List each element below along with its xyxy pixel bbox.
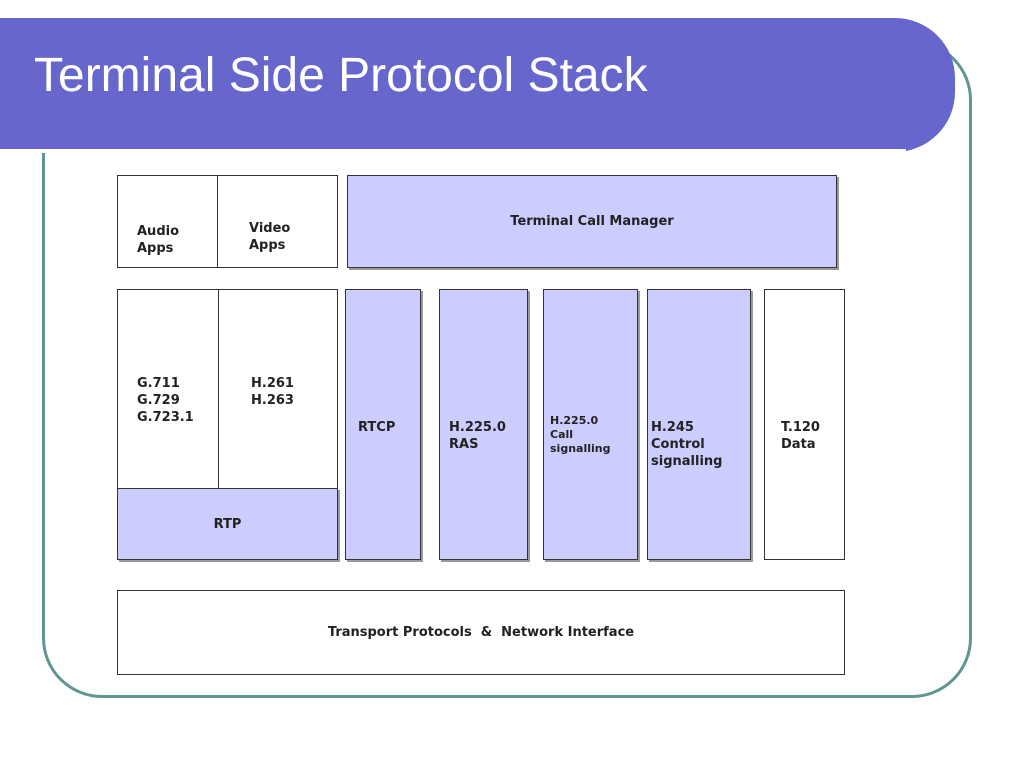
rtp-block: RTP (117, 488, 338, 560)
audio-apps-block: Audio Apps (117, 175, 218, 268)
h245-control-signalling-block: H.245 Control signalling (647, 289, 751, 560)
t120-data-label: T.120 Data (781, 420, 820, 452)
terminal-call-manager-block: Terminal Call Manager (347, 175, 837, 268)
terminal-call-manager-label: Terminal Call Manager (510, 214, 674, 229)
t120-data-block: T.120 Data (764, 289, 845, 560)
title-bar (0, 18, 955, 153)
rtcp-label: RTCP (358, 420, 396, 435)
slide-title: Terminal Side Protocol Stack (34, 49, 648, 102)
rtp-label: RTP (213, 516, 242, 532)
rtcp-block: RTCP (345, 289, 421, 560)
audio-apps-label: Audio Apps (137, 224, 180, 256)
h225-ras-block: H.225.0 RAS (439, 289, 528, 560)
video-apps-block: Video Apps (217, 175, 338, 268)
transport-network-interface-block: Transport Protocols & Network Interface (117, 590, 845, 675)
audio-codecs-label: G.711 G.729 G.723.1 (137, 376, 194, 425)
video-codecs-block: H.261 H.263 (218, 289, 338, 489)
h225-ras-label: H.225.0 RAS (449, 420, 506, 452)
video-apps-label: Video Apps (249, 221, 291, 253)
h245-control-signalling-label: H.245 Control signalling (651, 420, 723, 469)
h225-call-signalling-block: H.225.0 Call signalling (543, 289, 638, 560)
title-underline (0, 149, 906, 153)
audio-codecs-block: G.711 G.729 G.723.1 (117, 289, 219, 489)
h225-call-signalling-label: H.225.0 Call signalling (550, 414, 611, 455)
video-codecs-label: H.261 H.263 (251, 376, 294, 408)
transport-network-interface-label: Transport Protocols & Network Interface (327, 625, 635, 640)
